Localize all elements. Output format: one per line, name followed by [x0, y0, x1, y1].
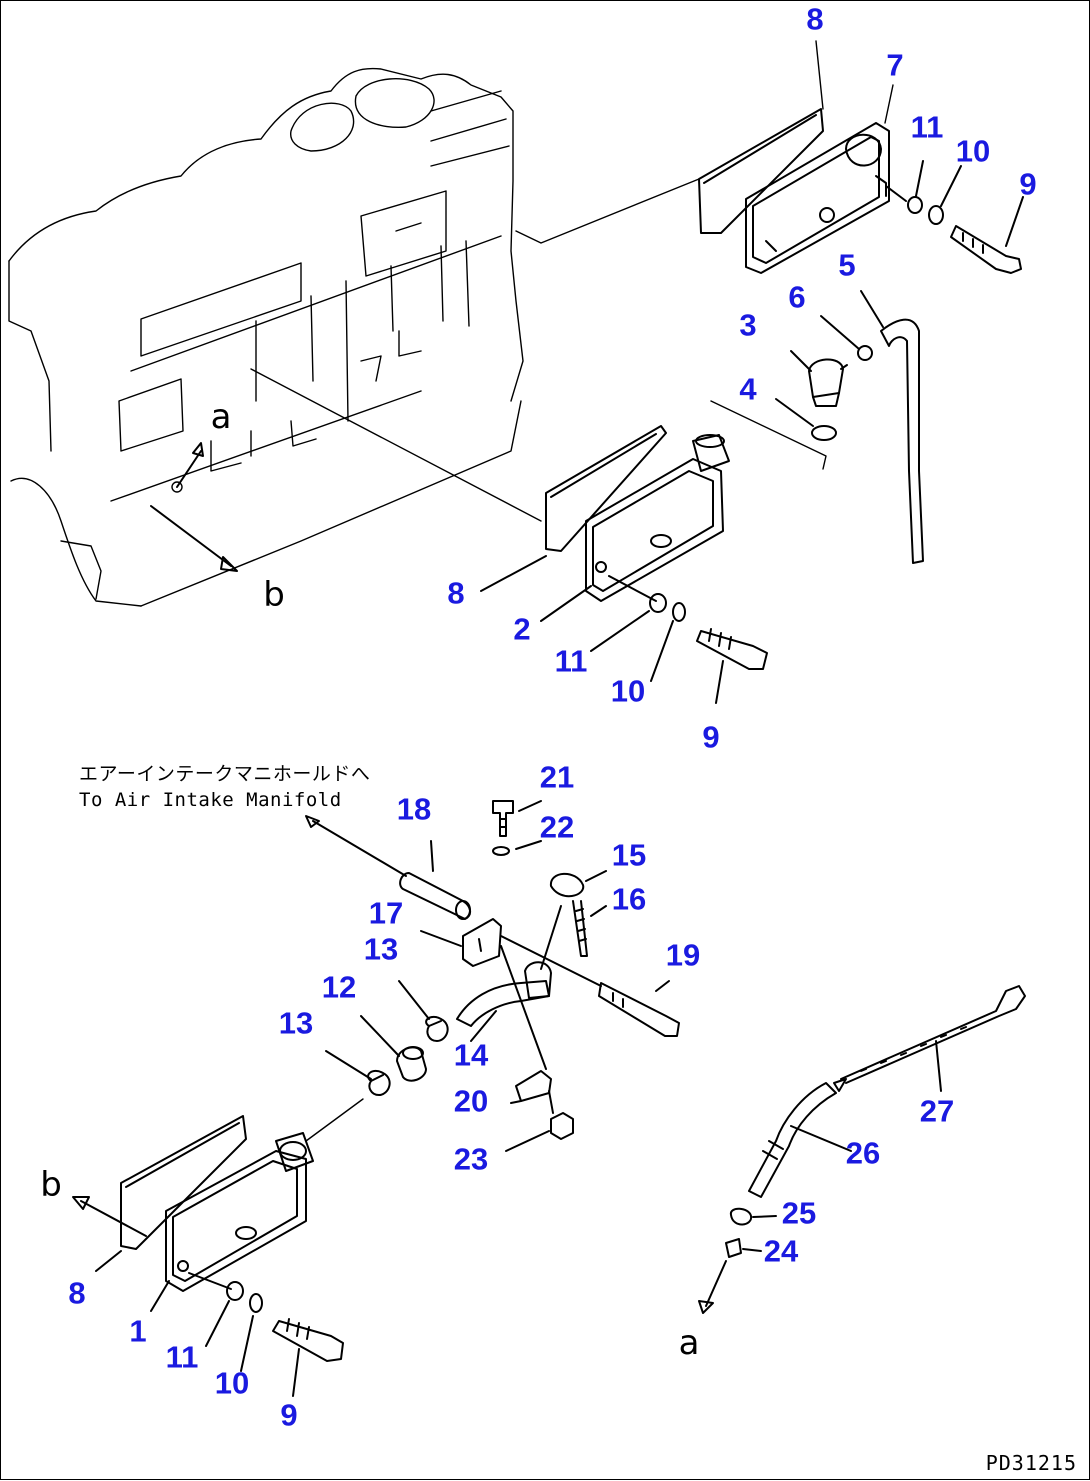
washers-mid: [480, 555, 768, 704]
callout-2: 2: [513, 611, 531, 647]
callout-8: 8: [68, 1275, 86, 1311]
arrow-b-bottom: [80, 1200, 147, 1237]
nut-23: [505, 1090, 574, 1152]
arrow-a-head: [192, 442, 204, 457]
engine-block: [8, 67, 524, 607]
arrow-a-bottom-head: [698, 1300, 714, 1314]
clamp-13b: [325, 1050, 391, 1096]
gasket-8-bottom: [120, 1115, 247, 1250]
callout-5: 5: [838, 247, 856, 283]
cover-7: [745, 122, 890, 274]
callout-13: 13: [363, 931, 399, 967]
callout-15: 15: [611, 837, 647, 873]
callout-25: 25: [781, 1195, 817, 1231]
callout-11: 11: [165, 1339, 199, 1375]
washer-22: [492, 840, 542, 856]
callout-8: 8: [806, 1, 824, 37]
bolt-21: [492, 800, 542, 837]
bracket-17: [420, 918, 502, 967]
callout-23: 23: [453, 1141, 489, 1177]
projection-bottom: [305, 1098, 364, 1142]
callout-10: 10: [955, 133, 991, 169]
callout-24: 24: [763, 1233, 799, 1269]
tube-18: [305, 815, 471, 920]
bolt-19: [500, 935, 680, 1037]
breather-3: [790, 350, 848, 407]
callout-18: 18: [396, 791, 432, 827]
callout-16: 16: [611, 881, 647, 917]
callout-17: 17: [368, 895, 404, 931]
coupler-12: [360, 1015, 427, 1082]
seal-4: [775, 398, 837, 441]
leader-8a: [815, 40, 824, 110]
arrow-b-head: [220, 556, 238, 572]
ref-letter-a: a: [210, 397, 232, 437]
arrow-a-bottom: [705, 1260, 727, 1307]
part-25: [729, 1207, 777, 1226]
callout-22: 22: [539, 809, 575, 845]
washers-bottom: [95, 1250, 344, 1397]
callout-12: 12: [321, 969, 357, 1005]
note-japanese: エアーインテークマニホールドへ: [79, 763, 371, 785]
callout-11: 11: [910, 109, 944, 145]
hose-14: [456, 905, 562, 1042]
callout-10: 10: [214, 1365, 250, 1401]
callout-26: 26: [845, 1135, 881, 1171]
projection-top: [515, 178, 700, 244]
callout-14: 14: [453, 1037, 489, 1073]
callout-20: 20: [453, 1083, 489, 1119]
callout-10: 10: [610, 673, 646, 709]
ref-letter-a: a: [678, 1323, 700, 1363]
arrow-a-top: [176, 450, 202, 488]
gasket-8-top: [698, 108, 824, 234]
drawing-code: PD31215: [985, 1451, 1077, 1475]
callout-9: 9: [280, 1397, 298, 1433]
callout-9: 9: [702, 719, 720, 755]
guide-26: [748, 1082, 852, 1198]
arrow-b-top: [150, 505, 232, 567]
cover-1: [165, 1132, 314, 1292]
callout-13: 13: [278, 1005, 314, 1041]
arrow-b-bottom-head: [72, 1196, 90, 1210]
clip-20: [500, 945, 552, 1104]
callout-21: 21: [539, 759, 575, 795]
callout-8: 8: [447, 575, 465, 611]
callout-3: 3: [739, 307, 757, 343]
washers-top: [885, 160, 1024, 274]
projection-mid: [250, 368, 542, 522]
ref-letter-b: b: [40, 1165, 62, 1205]
dipstick-27: [833, 985, 1026, 1092]
hose-5: [860, 290, 924, 564]
callout-11: 11: [554, 643, 588, 679]
callout-1: 1: [129, 1313, 147, 1349]
leader-7: [884, 84, 894, 124]
callout-6: 6: [788, 279, 806, 315]
callout-4: 4: [739, 371, 757, 407]
clamp-13a: [398, 980, 449, 1042]
ref-letter-b: b: [263, 575, 285, 615]
cap-15-16: [549, 870, 607, 957]
callout-27: 27: [919, 1093, 955, 1129]
callout-9: 9: [1019, 166, 1037, 202]
part-24: [725, 1238, 762, 1258]
callout-19: 19: [665, 937, 701, 973]
callout-7: 7: [886, 47, 904, 83]
clamp-6: [820, 315, 873, 361]
cover-2: [585, 434, 730, 602]
note-english: To Air Intake Manifold: [79, 789, 342, 811]
projection-mid-2: [710, 400, 827, 470]
gasket-8-mid: [545, 425, 667, 552]
